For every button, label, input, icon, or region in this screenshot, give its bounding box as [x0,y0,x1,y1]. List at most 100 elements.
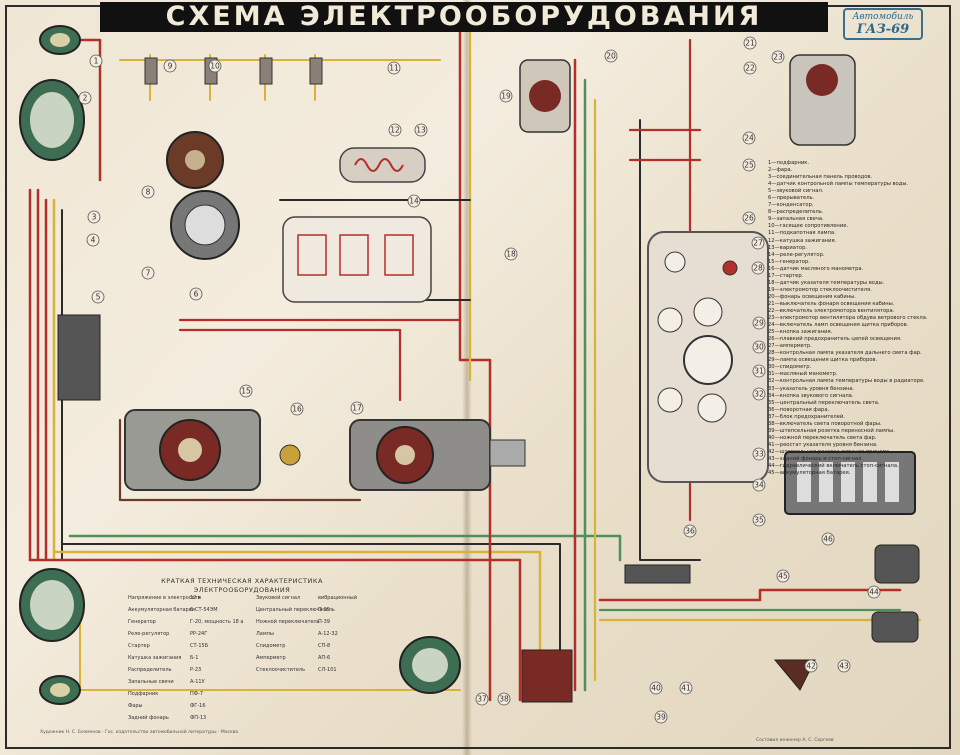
callout-17: 17 [350,401,364,415]
callout-label: 7 [146,269,151,278]
spec-v2: А-12-32 [318,631,338,637]
callout-label: 20 [606,52,616,61]
callout-4: 4 [86,233,100,247]
callout-label: 43 [839,662,849,671]
fuel-gauge [697,393,727,423]
legend-item: 45—аккумуляторная батарея. [768,470,851,477]
callout-10: 10 [208,59,222,73]
legend-item: 43—задний фонарь и стоп-сигнал. [768,455,864,462]
legend-item: 11—подкапотная лампа. [768,230,836,237]
spec-k2: Звуковой сигнал [256,595,301,601]
spec-v: СТ-15Б [190,643,209,649]
callout-label: 28 [753,264,763,273]
callout-41: 41 [679,681,693,695]
callout-label: 22 [745,64,755,73]
callout-label: 30 [754,343,764,352]
legend-item: 31—масляный манометр. [768,371,838,378]
spec-v2: АП-6 [318,655,331,661]
spec-v: А-11У [190,679,205,685]
callout-45: 45 [776,569,790,583]
callout-label: 23 [773,53,783,62]
spec-k: Генератор [128,619,156,625]
legend-item: 12—катушка зажигания. [768,237,837,244]
tail-lamps [871,544,920,643]
wire-rear-red [598,588,902,602]
callout-label: 27 [753,239,763,248]
callout-label: 29 [754,319,764,328]
wire-left-red [28,188,48,562]
callout-46: 46 [821,532,835,546]
badge-line2: ГАЗ-69 [856,22,910,37]
callout-25: 25 [742,158,756,172]
legend-item: 26—плавкий предохранитель цепей освещени… [768,336,902,343]
spec-k2: Амперметр [256,655,286,661]
callout-24: 24 [742,131,756,145]
callout-39: 39 [654,710,668,724]
wire-generator-red [178,318,462,402]
callout-42: 42 [804,659,818,673]
wiper-motor [519,59,571,133]
callout-label: 13 [416,126,426,135]
callout-label: 26 [744,214,754,223]
callout-label: 42 [806,662,816,671]
legend-item: 19—электромотор стеклоочистителя. [768,286,872,293]
legend-item: 28—контрольная лампа указателя дальнего … [768,350,922,357]
callout-label: 41 [681,684,691,693]
ignition-coil [339,147,426,183]
callout-label: 36 [685,527,695,536]
callout-label: 38 [499,695,509,704]
spec-v: 6-СТ-54ЭМ [190,607,218,613]
legend-item: 21—выключатель фонаря освещения кабины. [768,300,895,307]
callout-label: 11 [389,64,399,73]
legend-item: 32—контрольная лампа температуры воды в … [768,378,925,385]
callout-2: 2 [78,91,92,105]
legend-item: 20—фонарь освещения кабины. [768,293,856,300]
callout-label: 39 [656,713,666,722]
callout-label: 5 [96,293,101,302]
spec-k: Фары [128,703,143,709]
spec-v2: П-25 [318,607,330,613]
callout-label: 4 [91,236,96,245]
spec-k: Стартер [128,643,150,649]
callout-38: 38 [497,692,511,706]
callout-33: 33 [752,447,766,461]
callout-5: 5 [91,290,105,304]
legend-item: 18—датчик указателя температуры воды. [768,279,885,286]
spec-k: Аккумуляторная батарея [128,607,195,613]
legend-item: 9—запальная свеча. [768,216,824,223]
wire-starter-brown [118,418,362,502]
callout-label: 24 [744,134,754,143]
callout-21: 21 [743,36,757,50]
callout-14: 14 [407,194,421,208]
callout-40: 40 [649,681,663,695]
legend-item: 5—звуковой сигнал. [768,188,824,195]
legend-item: 44—гидравлический включатель стоп-сигнал… [768,463,899,470]
callout-6: 6 [189,287,203,301]
legend-item: 22—включатель электромотора вентилятора. [768,307,895,314]
legend-item: 41—реостат указателя уровня бензина. [768,441,878,448]
callout-label: 34 [754,481,764,490]
callout-label: 8 [146,188,151,197]
legend-item: 25—кнопка зажигания. [768,329,833,336]
spec-subheading: ЭЛЕКТРООБОРУДОВАНИЯ [193,586,291,594]
legend-item: 10—гасящее сопротивление. [768,223,849,230]
legend-item: 1—подфарник. [768,160,810,166]
fuse-block [521,649,573,703]
callout-29: 29 [752,316,766,330]
callout-44: 44 [867,585,881,599]
headlight-lower [19,568,85,642]
legend-item: 24—включатель ламп освещения щитка прибо… [768,322,909,329]
battery [784,451,916,515]
wire-center-red [458,18,492,702]
callout-label: 6 [194,290,199,299]
legend-item: 4—датчик контрольной лампы температуры в… [768,181,909,188]
wire-bottom-black [61,543,561,691]
callout-22: 22 [743,61,757,75]
callout-34: 34 [752,478,766,492]
legend-item: 34—кнопка звукового сигнала. [768,392,854,399]
